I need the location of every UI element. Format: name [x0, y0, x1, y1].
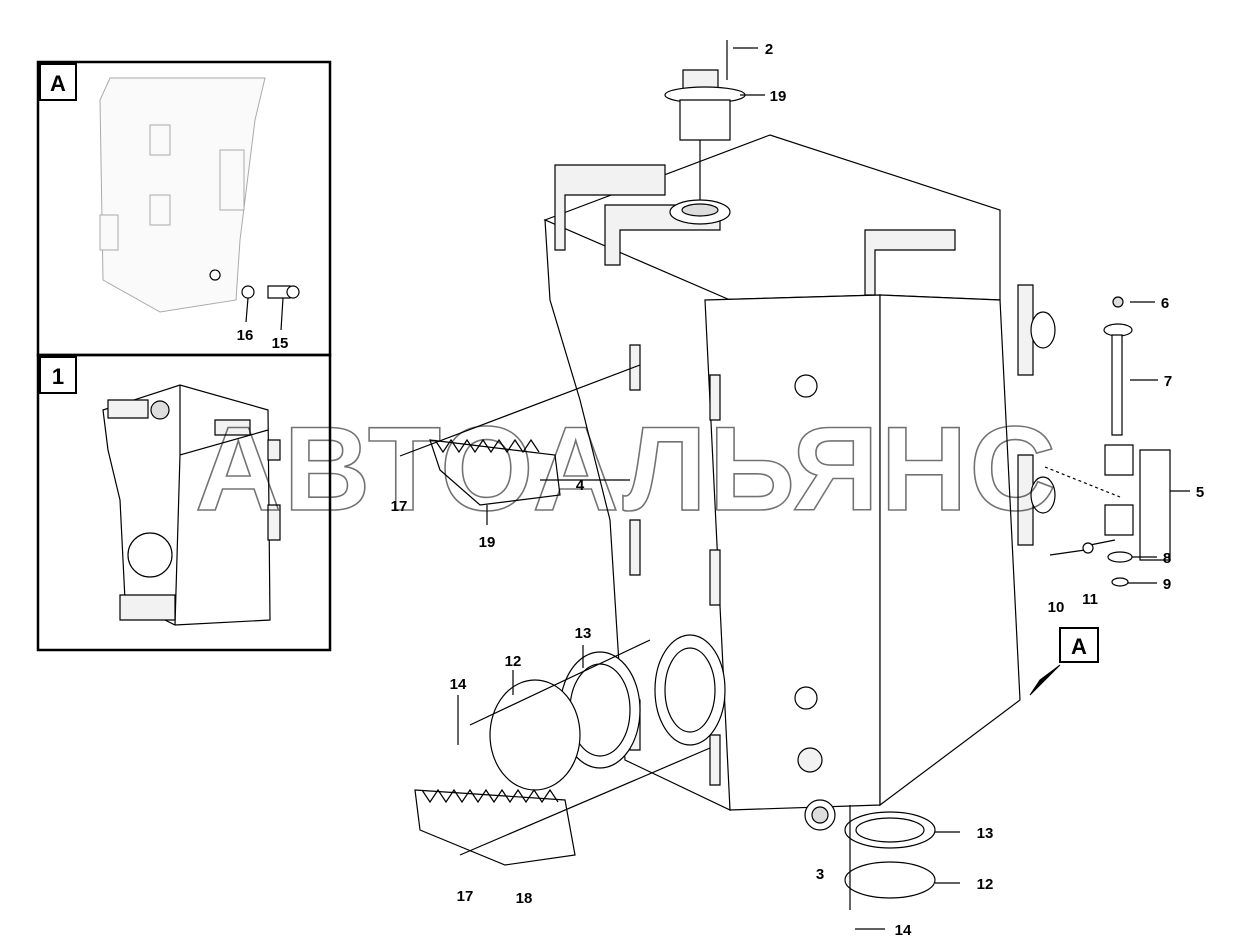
- hinge-assembly: [1044, 296, 1190, 587]
- callout-3: 3: [816, 866, 824, 883]
- callout-6: 6: [1161, 295, 1169, 312]
- hydraulic-tank: [543, 134, 1056, 811]
- callout-14-bottom: 14: [895, 922, 912, 939]
- inset-a: A 16 15: [36, 60, 332, 357]
- view-marker-a: A: [1029, 627, 1099, 696]
- step-upper: [399, 364, 641, 525]
- callout-13: 13: [575, 625, 592, 642]
- inset-1: 1: [36, 353, 332, 652]
- callout-19-step: 19: [479, 534, 496, 551]
- step-lower: [414, 747, 711, 866]
- callouts: 2 19 6 7 5 8 9 10 11 17 4 19 13 12 14 17…: [391, 41, 1205, 939]
- view-marker-label: A: [1071, 634, 1087, 659]
- callout-14: 14: [450, 676, 467, 693]
- callout-18: 18: [516, 890, 533, 907]
- callout-13-bottom: 13: [977, 825, 994, 842]
- callout-8: 8: [1163, 550, 1171, 567]
- callout-16: 16: [237, 327, 254, 344]
- callout-9: 9: [1163, 576, 1171, 593]
- inset-a-label: A: [50, 71, 66, 96]
- callout-17: 17: [391, 498, 408, 515]
- callout-12-bottom: 12: [977, 876, 994, 893]
- callout-15: 15: [272, 335, 289, 352]
- cover-plates-left: [457, 639, 651, 791]
- callout-5: 5: [1196, 484, 1204, 501]
- callout-4: 4: [576, 477, 585, 494]
- callout-12: 12: [505, 653, 522, 670]
- breather-filter: [664, 40, 765, 141]
- inset-1-label: 1: [52, 364, 64, 389]
- watermark: АВТОАЛЬЯНС: [195, 402, 1058, 536]
- callout-10: 10: [1048, 599, 1065, 616]
- callout-19: 19: [770, 88, 787, 105]
- cover-plates-bottom: [804, 799, 960, 930]
- callout-2: 2: [765, 41, 773, 58]
- callout-11: 11: [1082, 591, 1098, 608]
- callout-17-lower: 17: [457, 888, 474, 905]
- callout-7: 7: [1164, 373, 1172, 390]
